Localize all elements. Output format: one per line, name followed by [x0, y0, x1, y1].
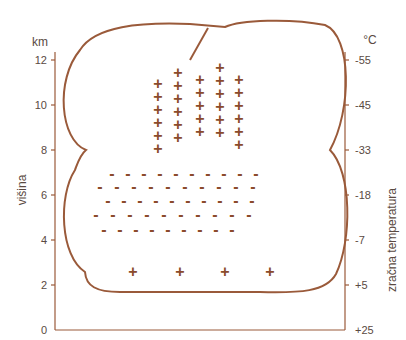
- negative-charge: -: [153, 193, 158, 209]
- negative-charge: -: [157, 166, 162, 182]
- negative-charge: -: [141, 166, 146, 182]
- temperature-tick-label: -18: [355, 190, 371, 201]
- axis-title: zračna temperatura: [386, 188, 398, 292]
- negative-charge: -: [105, 193, 110, 209]
- positive-charge: +: [175, 264, 184, 280]
- negative-charge: -: [178, 207, 183, 223]
- temperature-axis: [344, 52, 345, 330]
- temperature-tick-label: +5: [355, 280, 368, 291]
- negative-charge: -: [165, 222, 170, 238]
- negative-charge: -: [246, 207, 251, 223]
- negative-charge: -: [137, 193, 142, 209]
- positive-charge: +: [215, 125, 224, 141]
- negative-charge: -: [149, 222, 154, 238]
- temperature-tick-label: -45: [355, 100, 371, 111]
- height-ticks: [51, 60, 55, 285]
- negative-charge: -: [121, 193, 126, 209]
- negative-charge: -: [221, 166, 226, 182]
- cloud-outline: [64, 21, 348, 293]
- negative-charge: -: [181, 222, 186, 238]
- negative-charge: -: [125, 166, 130, 182]
- negative-charge: -: [144, 207, 149, 223]
- temperature-ticks: [345, 60, 349, 285]
- negative-charge: -: [169, 193, 174, 209]
- negative-charge: -: [229, 222, 234, 238]
- positive-charge: +: [220, 264, 229, 280]
- negative-charge: -: [201, 193, 206, 209]
- negative-charge: -: [97, 179, 102, 195]
- temperature-tick-label: +25: [355, 325, 374, 336]
- temperature-tick-label: -33: [355, 145, 371, 156]
- negative-charge: -: [131, 179, 136, 195]
- negative-charge: -: [197, 222, 202, 238]
- temperature-tick-label: -7: [355, 235, 365, 246]
- negative-charge: -: [212, 207, 217, 223]
- negative-charge: -: [110, 207, 115, 223]
- axis-unit: km: [32, 36, 48, 48]
- height-tick-label: 10: [35, 100, 47, 111]
- height-tick-label: 8: [41, 145, 47, 156]
- negative-charge: -: [114, 179, 119, 195]
- height-axis: [54, 52, 55, 330]
- negative-charge: -: [195, 207, 200, 223]
- negative-charge: -: [101, 222, 106, 238]
- positive-charge: +: [173, 130, 182, 146]
- ground-line: [55, 329, 345, 330]
- height-tick-label: 0: [41, 325, 47, 336]
- height-tick-label: 6: [41, 190, 47, 201]
- negative-charge: -: [217, 193, 222, 209]
- negative-charge: -: [109, 166, 114, 182]
- axis-unit: °C: [363, 34, 376, 46]
- negative-charge: -: [205, 166, 210, 182]
- height-tick-label: 4: [41, 235, 47, 246]
- negative-charge: -: [213, 222, 218, 238]
- positive-charge: +: [265, 264, 274, 280]
- temperature-tick-label: -55: [355, 55, 371, 66]
- height-tick-label: 2: [41, 280, 47, 291]
- negative-charge: -: [117, 222, 122, 238]
- negative-charge: -: [229, 207, 234, 223]
- cloud-inner-line: [190, 28, 208, 60]
- axis-title: višina: [16, 175, 28, 206]
- negative-charge: -: [189, 166, 194, 182]
- negative-charge: -: [133, 222, 138, 238]
- negative-charge: -: [127, 207, 132, 223]
- negative-charge: -: [173, 166, 178, 182]
- negative-charge: -: [148, 179, 153, 195]
- negative-charge: -: [161, 207, 166, 223]
- positive-charge: +: [128, 264, 137, 280]
- negative-charge: -: [93, 207, 98, 223]
- positive-charge: +: [234, 137, 243, 153]
- negative-charge: -: [185, 193, 190, 209]
- height-tick-label: 12: [35, 55, 47, 66]
- positive-charge: +: [153, 141, 162, 157]
- positive-charge: +: [195, 124, 204, 140]
